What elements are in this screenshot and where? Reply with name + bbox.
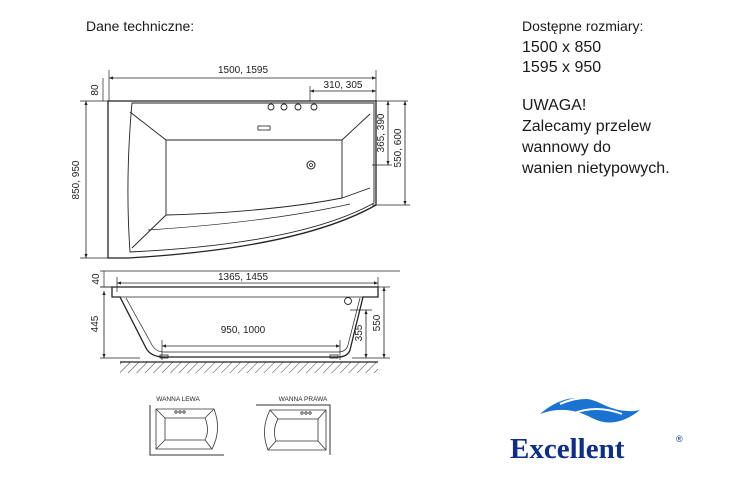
excellent-logo-mark — [540, 393, 640, 423]
dim-base-length: 950, 1000 — [221, 325, 266, 336]
dim-top-offset: 40 — [91, 273, 102, 285]
dim-inner-height: 355 — [354, 324, 365, 341]
warning-line: wanien nietypowych. — [521, 160, 670, 177]
dim-offset-top: 80 — [90, 84, 101, 96]
variant-left — [149, 405, 224, 456]
dim-total-height: 550 — [372, 314, 383, 331]
logo-text: Excellent — [510, 433, 625, 465]
floor-hatch — [120, 362, 378, 373]
sizes-title: Dostępne rozmiary: — [522, 18, 643, 34]
warning-line: Zalecamy przelew — [522, 118, 651, 135]
warning-line: wannowy do — [521, 139, 611, 156]
dim-depth: 850, 950 — [71, 160, 82, 199]
top-view — [80, 70, 410, 259]
logo-registered-mark: ® — [676, 434, 683, 444]
variant-right-label: WANNA PRAWA — [279, 396, 328, 403]
dim-inner-depth: 550, 600 — [393, 128, 404, 167]
dim-width: 1500, 1595 — [218, 65, 268, 76]
warning-title: UWAGA! — [522, 97, 586, 114]
header-title: Dane techniczne: — [86, 18, 194, 34]
size-item: 1595 x 950 — [522, 59, 601, 76]
size-item: 1500 x 850 — [522, 39, 601, 56]
dim-length: 1365, 1455 — [218, 272, 268, 283]
variant-right — [256, 404, 331, 455]
dim-drain-depth: 365, 390 — [376, 113, 387, 152]
dim-overflow-offset: 310, 305 — [324, 80, 363, 91]
dim-height: 445 — [90, 315, 101, 332]
side-view — [100, 270, 400, 360]
variant-left-label: WANNA LEWA — [156, 396, 200, 403]
